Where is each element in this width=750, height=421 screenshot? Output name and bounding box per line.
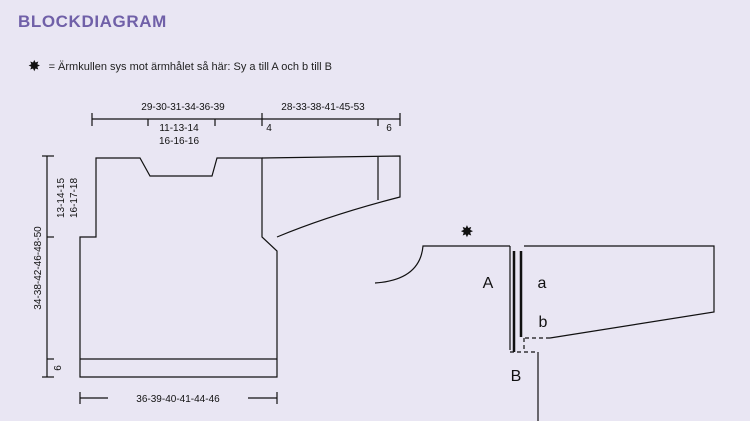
sleeve-outline [261,155,401,238]
bottom-dimension: 36-39-40-41-44-46 [79,392,278,405]
sleeve-panel [524,245,715,339]
top-dimension: 29-30-31-34-36-39 28-33-38-41-45-53 11-1… [91,102,401,147]
legend: ✸ = Ärmkullen sys mot ärmhålet så här: S… [28,59,332,74]
armhole-label-2: 16-17-18 [69,178,80,218]
sleeve-length-label: 28-33-38-41-45-53 [281,102,365,113]
label-a: a [538,275,547,292]
cuff-small-label: 6 [386,123,392,134]
total-length-label: 34-38-42-46-48-50 [33,226,44,310]
shoulder-small-label: 4 [266,123,272,134]
label-b: b [539,314,548,331]
neck-width-label-2: 16-16-16 [159,136,199,147]
neck-width-label-1: 11-13-14 [159,123,199,134]
label-A: A [483,275,494,292]
body-outline [79,157,278,378]
armhole-label-1: 13-14-15 [56,178,67,218]
diagram-title: BLOCKDIAGRAM [18,12,167,31]
legend-text: = Ärmkullen sys mot ärmhålet så här: Sy … [48,60,332,73]
armhole-curve [374,245,510,284]
star-icon: ✸ [460,224,473,241]
assembly-diagram: ✸ A a b B [374,224,715,421]
rib-small-label: 6 [53,365,64,371]
top-width-label: 29-30-31-34-36-39 [141,102,225,113]
bottom-width-label: 36-39-40-41-44-46 [136,394,220,405]
left-dimension: 34-38-42-46-48-50 13-14-15 16-17-18 6 [33,155,80,378]
label-B: B [511,368,522,385]
star-icon: ✸ [28,58,41,75]
